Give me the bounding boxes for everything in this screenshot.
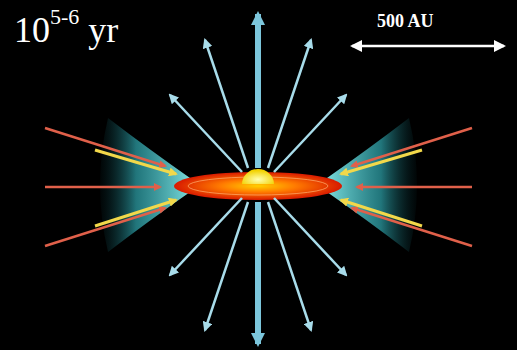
age-exponent: 5-6 xyxy=(50,4,79,29)
scale-label: 500 AU xyxy=(377,10,434,32)
age-unit: yr xyxy=(88,10,118,50)
age-label: 105-6yr xyxy=(14,8,118,52)
age-base: 10 xyxy=(14,10,50,50)
